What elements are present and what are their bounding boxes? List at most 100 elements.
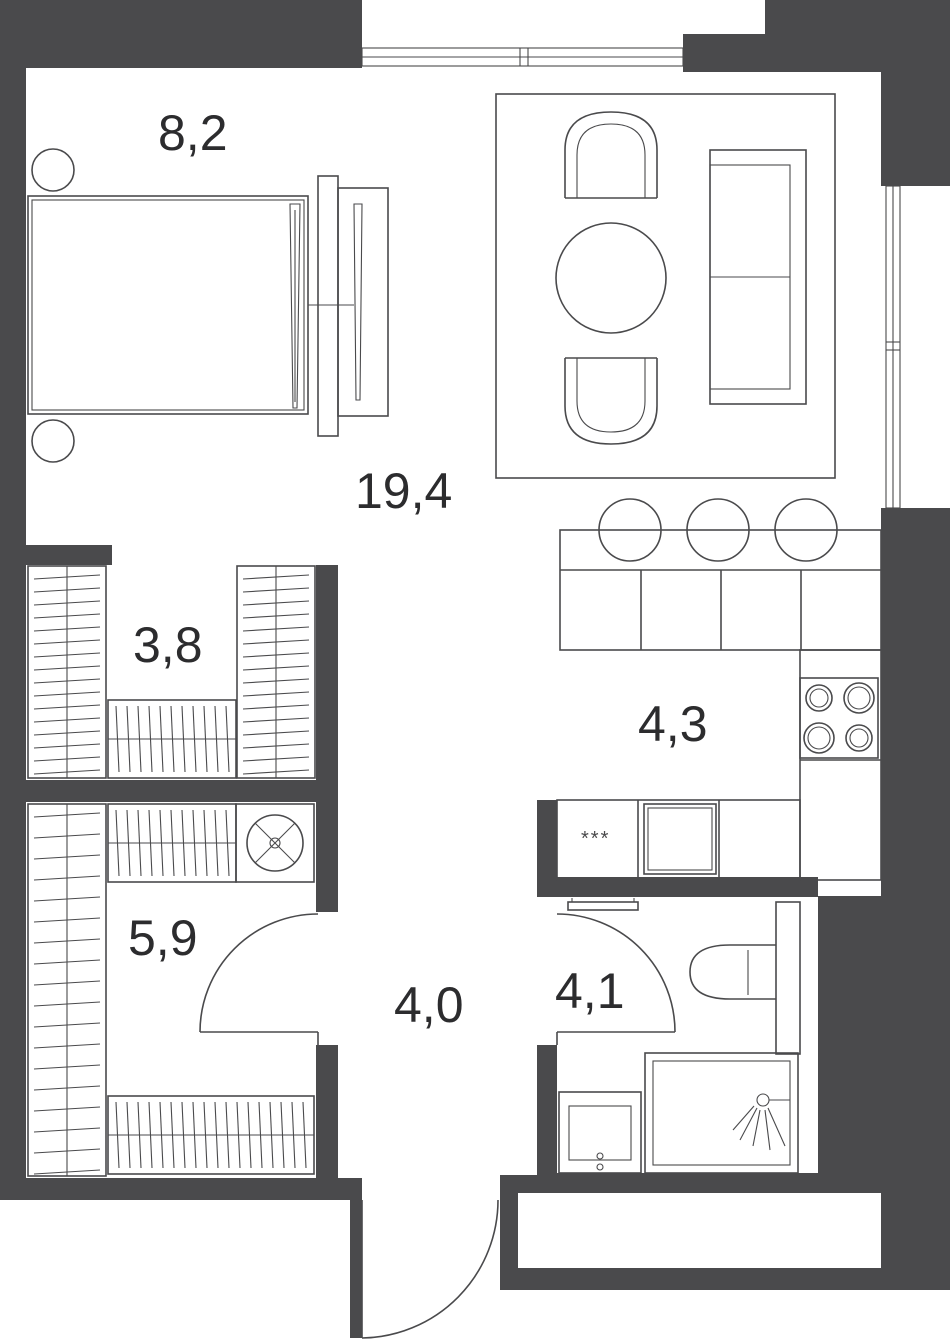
hanger-line: [33, 1127, 101, 1133]
hanger-line: [137, 809, 142, 877]
hanger-line: [203, 809, 208, 877]
kitchen-counter: [556, 529, 882, 881]
dressing-storage: [27, 803, 315, 1177]
hanger-line: [242, 743, 310, 749]
hanger-line: [280, 1101, 285, 1169]
hanger-line: [242, 626, 310, 632]
window-top: [361, 47, 684, 67]
hanger-line: [33, 691, 101, 697]
shower-icon: [644, 1052, 799, 1174]
hanger-line: [203, 1101, 208, 1169]
hanger-line: [33, 600, 101, 606]
hanger-line: [192, 1101, 197, 1169]
door-swing-icon: [556, 913, 676, 1045]
hanger-line: [242, 769, 310, 775]
hanger-line: [159, 1101, 164, 1169]
appliance-mark: ***: [581, 828, 610, 850]
hanger-line: [137, 1101, 142, 1169]
hanger-line: [115, 1101, 120, 1169]
hanger-line: [33, 938, 101, 944]
hanger-line: [33, 730, 101, 736]
hanger-line: [242, 587, 310, 593]
hanger-line: [181, 1101, 186, 1169]
hanger-line: [33, 587, 101, 593]
hanger-line: [33, 613, 101, 619]
chair-icon: [564, 357, 658, 445]
hanger-line: [115, 809, 120, 877]
hanger-line: [225, 809, 230, 877]
hanger-line: [203, 705, 208, 773]
wardrobe-area-label: 3,8: [133, 617, 203, 673]
hanger-line: [126, 1101, 131, 1169]
boiler-icon: [235, 803, 315, 883]
hanger-line: [170, 705, 175, 773]
bathroom-area-label: 4,1: [555, 963, 625, 1019]
hanger-line: [181, 809, 186, 877]
hanger-line: [159, 809, 164, 877]
hanger-line: [192, 809, 197, 877]
hanger-line: [33, 875, 101, 881]
cooktop-icon: [799, 677, 879, 759]
kitchen-area-label: 4,3: [638, 696, 708, 752]
living-area-label: 19,4: [355, 463, 452, 519]
hanger-line: [159, 705, 164, 773]
hanger-line: [33, 812, 101, 818]
hanger-line: [170, 809, 175, 877]
door-swing-icon: [199, 913, 319, 1045]
hanger-line: [242, 717, 310, 723]
sink-icon: [643, 803, 717, 875]
hanger-line: [236, 1101, 241, 1169]
hanger-line: [33, 769, 101, 775]
hanger-line: [242, 691, 310, 697]
hanger-line: [242, 639, 310, 645]
wardrobe-storage: [27, 565, 316, 779]
hanger-line: [302, 1101, 307, 1169]
hanger-line: [126, 809, 131, 877]
chair-icon: [564, 111, 658, 199]
hanger-line: [33, 626, 101, 632]
hanger-line: [242, 613, 310, 619]
tv-stand-icon: [308, 175, 389, 437]
hanger-line: [242, 730, 310, 736]
hanger-line: [33, 1022, 101, 1028]
hanger-line: [33, 743, 101, 749]
hanger-line: [33, 756, 101, 762]
hanger-line: [247, 1101, 252, 1169]
hanger-line: [115, 705, 120, 773]
sofa-icon: [709, 149, 807, 405]
hanger-line: [33, 896, 101, 902]
nightstand-icon: [31, 148, 75, 192]
hanger-line: [214, 705, 219, 773]
hanger-line: [214, 1101, 219, 1169]
hall-area-label: 4,0: [394, 977, 464, 1033]
hanger-line: [33, 678, 101, 684]
hanger-line: [225, 705, 230, 773]
dining-table-icon: [555, 222, 667, 334]
hanger-line: [242, 756, 310, 762]
hanger-line: [33, 1064, 101, 1070]
hanger-line: [170, 1101, 175, 1169]
hanger-line: [33, 1148, 101, 1154]
hanger-line: [242, 600, 310, 606]
hanger-line: [33, 652, 101, 658]
hanger-line: [214, 809, 219, 877]
hanger-line: [33, 854, 101, 860]
window-right: [885, 185, 901, 509]
hanger-line: [33, 1043, 101, 1049]
hanger-line: [33, 980, 101, 986]
hanger-line: [33, 833, 101, 839]
hanger-line: [242, 678, 310, 684]
nightstand-icon: [31, 419, 75, 463]
hanger-line: [33, 574, 101, 580]
hanger-line: [126, 705, 131, 773]
hanger-line: [33, 917, 101, 923]
rug-area: [495, 93, 836, 479]
dressing-area-label: 5,9: [128, 910, 198, 966]
hanger-line: [242, 665, 310, 671]
hanger-line: [242, 574, 310, 580]
hanger-line: [192, 705, 197, 773]
hanger-line: [291, 1101, 296, 1169]
hanger-line: [33, 704, 101, 710]
